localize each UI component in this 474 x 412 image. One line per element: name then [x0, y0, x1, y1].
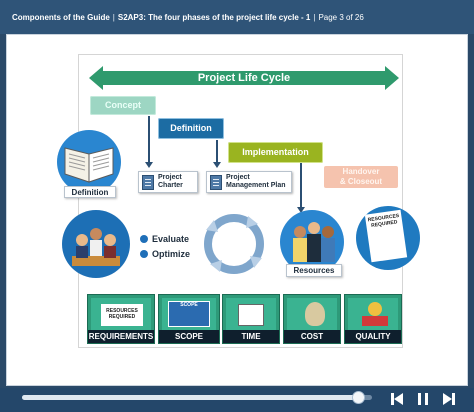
phase-implementation: Implementation	[228, 142, 323, 163]
page-counter: Page 3 of 26	[318, 12, 364, 22]
phase-concept: Concept	[90, 96, 156, 115]
previous-icon	[391, 393, 403, 405]
lifecycle-arrow	[89, 66, 399, 90]
progress-fill	[22, 395, 358, 400]
tile-requirements-label: REQUIREMENTS	[88, 330, 154, 343]
team-people-icon	[293, 222, 335, 262]
resources-people-image	[280, 210, 344, 274]
tile-cost[interactable]: COST	[283, 294, 341, 344]
definition-book-image	[57, 130, 121, 194]
tile-scope-label: SCOPE	[159, 330, 219, 343]
phase-handover: Handover & Closeout	[324, 166, 398, 188]
guide-title: Components of the Guide	[12, 12, 110, 22]
resources-required-image: RESOURCES REQUIRED	[356, 206, 420, 270]
cycle-arrows-icon	[204, 214, 264, 274]
bullet-dot	[140, 250, 148, 258]
section-title: S2AP3: The four phases of the project li…	[117, 12, 311, 22]
concept-connector	[148, 116, 150, 164]
definition-image-label: Definition	[64, 186, 116, 198]
progress-track[interactable]	[22, 395, 372, 400]
title-bar: Components of the Guide | S2AP3: The fou…	[0, 0, 474, 34]
tile-cost-label: COST	[284, 330, 340, 343]
phase-definition: Definition	[158, 118, 224, 139]
implementation-connector	[300, 163, 302, 209]
bullet-evaluate: Evaluate	[140, 234, 189, 244]
meeting-people-icon	[72, 228, 120, 266]
handover-line-1: Handover	[342, 167, 380, 176]
bullet-optimize: Optimize	[140, 249, 190, 259]
progress-knob[interactable]	[352, 391, 365, 404]
definition-connector	[216, 140, 218, 164]
scope-frame: SCOPE	[168, 301, 210, 327]
scope-image: SCOPE	[162, 298, 216, 330]
tile-time-label: TIME	[223, 330, 279, 343]
implementation-arrowhead	[297, 207, 305, 213]
tile-quality[interactable]: QUALITY	[344, 294, 402, 344]
money-bag-icon	[287, 298, 337, 330]
lifecycle-title: Project Life Cycle	[197, 72, 291, 84]
tile-quality-label: QUALITY	[345, 330, 401, 343]
team-meeting-image	[62, 210, 130, 278]
tile-time[interactable]: TIME	[222, 294, 280, 344]
calendar-icon	[226, 298, 276, 330]
definition-arrowhead	[213, 162, 221, 168]
handover-line-2: & Closeout	[339, 177, 383, 186]
title-separator-2: |	[313, 12, 316, 22]
pause-icon	[418, 393, 428, 405]
document-icon	[142, 174, 154, 190]
quality-trophy-icon	[348, 298, 398, 330]
bullet-dot	[140, 235, 148, 243]
previous-button[interactable]	[388, 390, 406, 408]
pause-button[interactable]	[414, 390, 432, 408]
tile-scope[interactable]: SCOPE SCOPE	[158, 294, 220, 344]
open-book-icon	[64, 147, 114, 183]
next-icon	[443, 393, 455, 405]
resources-image-label: Resources	[286, 264, 342, 277]
resources-required-paper: RESOURCES REQUIRED	[364, 209, 408, 263]
document-icon	[210, 174, 222, 190]
player-controls	[0, 388, 474, 412]
concept-arrowhead	[145, 162, 153, 168]
next-button[interactable]	[440, 390, 458, 408]
title-separator: |	[112, 12, 115, 22]
